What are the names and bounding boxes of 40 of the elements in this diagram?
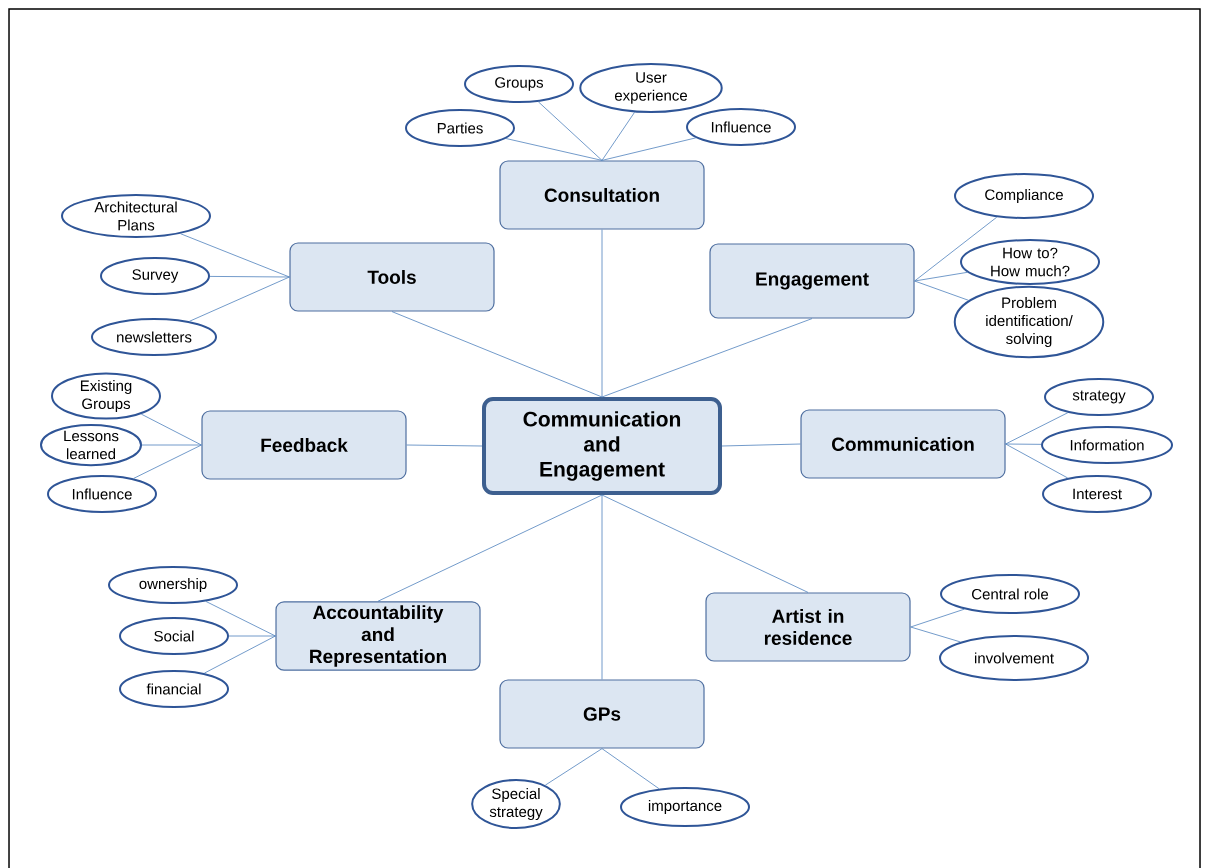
connector-line xyxy=(601,494,603,680)
connector-line xyxy=(914,280,969,301)
connector-line xyxy=(1005,412,1069,445)
connector-line xyxy=(914,271,968,282)
topic-box: Communication xyxy=(800,409,1006,479)
connector-line xyxy=(537,101,603,161)
connector-line xyxy=(910,608,965,628)
connector-line xyxy=(141,444,202,446)
topic-box: Artist in residence xyxy=(705,592,911,662)
topic-box: Tools xyxy=(289,242,495,312)
connector-line xyxy=(505,138,603,161)
connector-line xyxy=(601,137,697,161)
connector-line xyxy=(1005,443,1042,445)
connector-line xyxy=(914,216,998,282)
topic-box: Feedback xyxy=(201,410,407,480)
connector-line xyxy=(205,601,276,637)
connector-line xyxy=(377,494,603,602)
connector-line xyxy=(189,276,290,322)
topic-box: GPs xyxy=(499,679,705,749)
connector-line xyxy=(140,413,202,446)
topic-box: Accountability and Representation xyxy=(275,601,481,671)
connector-line xyxy=(601,494,809,593)
connector-line xyxy=(203,635,276,674)
connector-line xyxy=(391,311,603,398)
connector-line xyxy=(228,635,276,637)
topic-box: Engagement xyxy=(709,243,915,319)
connector-line xyxy=(601,111,635,161)
connector-line xyxy=(209,276,290,278)
connector-line xyxy=(133,444,202,479)
connector-line xyxy=(601,229,603,398)
connector-line xyxy=(601,748,660,790)
connector-line xyxy=(721,443,801,447)
connector-line xyxy=(601,318,813,398)
central-topic-box: Communication and Engagement xyxy=(482,397,722,495)
connector-line xyxy=(544,748,603,786)
connector-line xyxy=(910,626,961,643)
connector-line xyxy=(406,444,483,447)
connector-line xyxy=(1005,443,1069,479)
topic-box: Consultation xyxy=(499,160,705,230)
connector-line xyxy=(180,233,290,278)
